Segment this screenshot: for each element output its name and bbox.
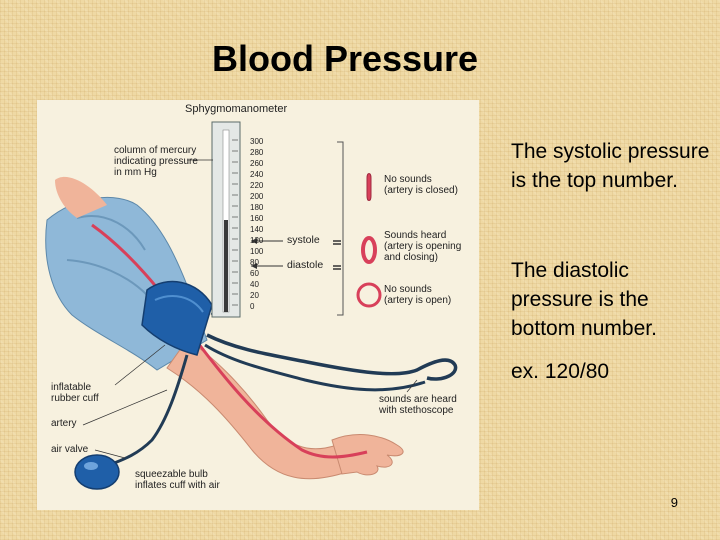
mercury	[224, 220, 228, 312]
sounds-heard-line-1: Sounds heard	[384, 230, 446, 241]
scale-number: 20	[250, 290, 259, 301]
scale-number: 40	[250, 279, 259, 290]
scale-number: 120	[250, 235, 263, 246]
scale-number: 260	[250, 158, 263, 169]
sphygmomanometer-figure: Sphygmomanometer column of mercury indic…	[37, 100, 479, 510]
stethoscope-label-line-2: with stethoscope	[379, 405, 454, 416]
scale-number: 240	[250, 169, 263, 180]
forearm	[167, 340, 347, 479]
range-bracket	[337, 142, 343, 315]
scale-number: 100	[250, 246, 263, 257]
no-sounds-closed-line-1: No sounds	[384, 174, 432, 185]
sounds-heard-line-3: and closing)	[384, 252, 438, 263]
artery-closed-icon	[367, 174, 371, 201]
scale-number: 0	[250, 301, 254, 312]
scale-number: 280	[250, 147, 263, 158]
cuff-label-line-1: inflatable	[51, 382, 91, 393]
no-sounds-open-line-1: No sounds	[384, 284, 432, 295]
hand	[332, 435, 403, 475]
slide-title: Blood Pressure	[212, 38, 478, 80]
no-sounds-open-line-2: (artery is open)	[384, 295, 451, 306]
figure-heading: Sphygmomanometer	[185, 104, 287, 115]
scale-number: 300	[250, 136, 263, 147]
cuff-label-line-2: rubber cuff	[51, 393, 99, 404]
bulb-label-line-1: squeezable bulb	[135, 469, 208, 480]
artery-open-icon	[358, 284, 380, 306]
bulb-label-line-2: inflates cuff with air	[135, 480, 220, 491]
scale-number: 60	[250, 268, 259, 279]
column-label-line-3: in mm Hg	[114, 167, 157, 178]
stethoscope-tube	[207, 335, 456, 379]
systolic-bullet: The systolic pressure is the top number.	[511, 137, 711, 195]
artery-label: artery	[51, 418, 77, 429]
scale-number: 80	[250, 257, 259, 268]
diastole-label: diastole	[287, 260, 323, 271]
scale-number: 180	[250, 202, 263, 213]
air-valve-label: air valve	[51, 444, 88, 455]
stethoscope-tube-2	[205, 345, 425, 390]
no-sounds-closed-line-2: (artery is closed)	[384, 185, 458, 196]
scale-number: 220	[250, 180, 263, 191]
squeeze-bulb	[75, 455, 119, 489]
column-label-line-2: indicating pressure	[114, 156, 198, 167]
bulb-highlight	[84, 462, 98, 470]
scale-number: 140	[250, 224, 263, 235]
scale-number: 160	[250, 213, 263, 224]
diastolic-bullet: The diastolic pressure is the bottom num…	[511, 256, 711, 343]
page-number: 9	[671, 495, 678, 510]
stethoscope-label-line-1: sounds are heard	[379, 394, 457, 405]
artery-opening-icon	[363, 238, 375, 262]
systole-label: systole	[287, 235, 320, 246]
example-bullet: ex. 120/80	[511, 357, 711, 386]
column-label-line-1: column of mercury	[114, 145, 196, 156]
scale-number: 200	[250, 191, 263, 202]
sounds-heard-line-2: (artery is opening	[384, 241, 461, 252]
